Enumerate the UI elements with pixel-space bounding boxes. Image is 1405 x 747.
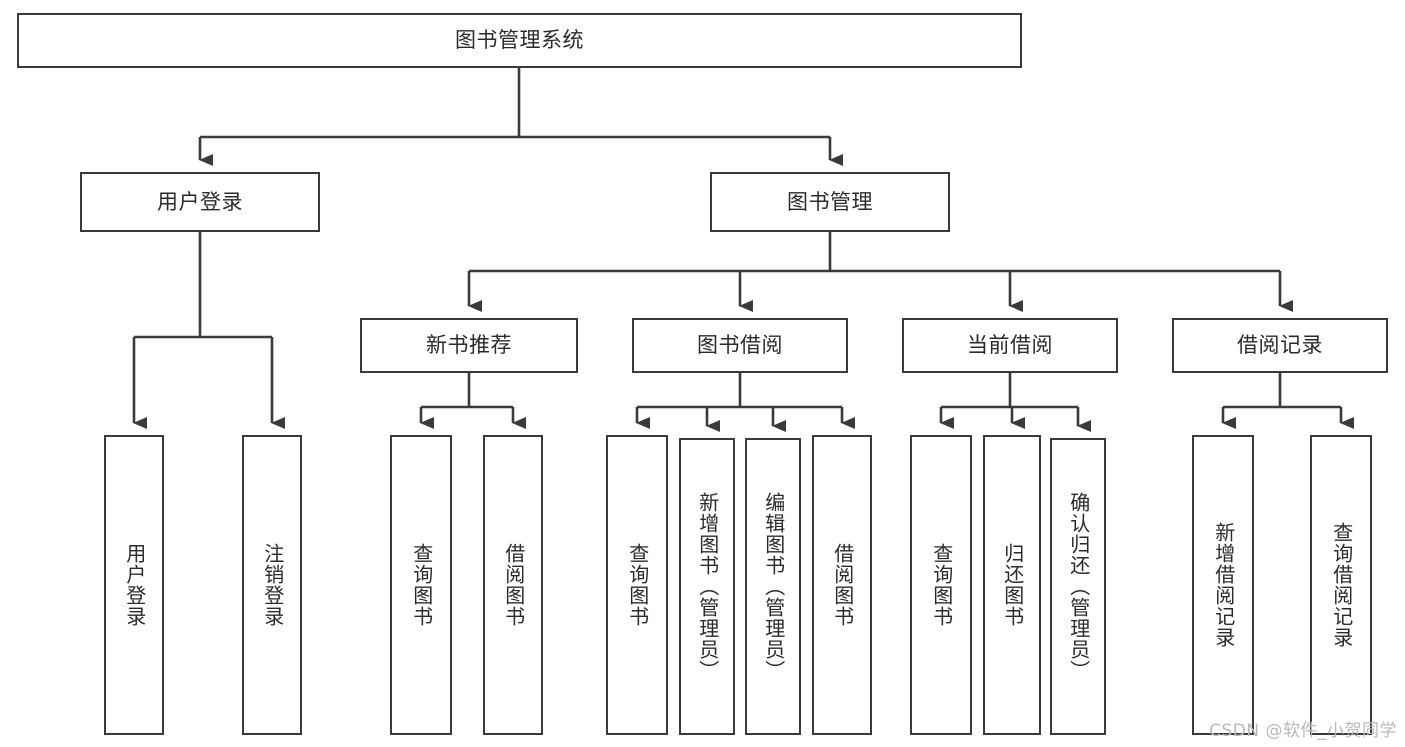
node-leaf-edit-book-label: 编辑图书（管理员） <box>761 492 786 681</box>
node-new-book-rec-label: 新书推荐 <box>426 333 512 358</box>
node-book-borrow-label: 图书借阅 <box>697 333 783 358</box>
node-current-borrow-label: 当前借阅 <box>967 333 1053 358</box>
node-user-login[interactable]: 用户登录 <box>80 172 320 232</box>
node-leaf-borrow-book-2-label: 借阅图书 <box>830 543 855 627</box>
watermark: CSDN @软件_小贺同学 <box>1209 721 1397 741</box>
node-leaf-add-book-label: 新增图书（管理员） <box>695 492 720 681</box>
node-user-login-label: 用户登录 <box>157 189 243 214</box>
node-book-borrow[interactable]: 图书借阅 <box>632 318 848 373</box>
node-leaf-user-logout-label: 注销登录 <box>260 543 285 627</box>
node-leaf-query-record[interactable]: 查询借阅记录 <box>1310 435 1372 735</box>
node-root[interactable]: 图书管理系统 <box>17 13 1022 68</box>
node-leaf-query-book-1[interactable]: 查询图书 <box>390 435 452 735</box>
node-root-label: 图书管理系统 <box>455 28 584 53</box>
node-borrow-record[interactable]: 借阅记录 <box>1172 318 1388 373</box>
node-leaf-borrow-book-1[interactable]: 借阅图书 <box>483 435 543 735</box>
node-leaf-query-book-2[interactable]: 查询图书 <box>606 435 668 735</box>
node-leaf-return-book[interactable]: 归还图书 <box>983 435 1041 735</box>
node-leaf-add-book[interactable]: 新增图书（管理员） <box>679 438 735 735</box>
node-leaf-confirm-return[interactable]: 确认归还（管理员） <box>1050 438 1106 735</box>
node-book-manage[interactable]: 图书管理 <box>710 172 950 232</box>
node-book-manage-label: 图书管理 <box>787 189 873 214</box>
node-leaf-confirm-return-label: 确认归还（管理员） <box>1066 492 1091 681</box>
node-new-book-rec[interactable]: 新书推荐 <box>360 318 578 373</box>
node-leaf-query-book-3-label: 查询图书 <box>929 543 954 627</box>
node-leaf-return-book-label: 归还图书 <box>1000 543 1025 627</box>
node-leaf-add-record[interactable]: 新增借阅记录 <box>1192 435 1254 735</box>
node-leaf-borrow-book-2[interactable]: 借阅图书 <box>812 435 872 735</box>
node-current-borrow[interactable]: 当前借阅 <box>902 318 1118 373</box>
node-leaf-edit-book[interactable]: 编辑图书（管理员） <box>745 438 801 735</box>
node-leaf-query-book-1-label: 查询图书 <box>409 543 434 627</box>
node-leaf-add-record-label: 新增借阅记录 <box>1211 522 1236 648</box>
node-leaf-borrow-book-1-label: 借阅图书 <box>501 543 526 627</box>
node-leaf-user-login[interactable]: 用户登录 <box>104 435 164 735</box>
node-leaf-query-book-3[interactable]: 查询图书 <box>910 435 972 735</box>
node-leaf-user-logout[interactable]: 注销登录 <box>242 435 302 735</box>
node-leaf-user-login-label: 用户登录 <box>122 543 147 627</box>
node-leaf-query-book-2-label: 查询图书 <box>625 543 650 627</box>
node-leaf-query-record-label: 查询借阅记录 <box>1329 522 1354 648</box>
node-borrow-record-label: 借阅记录 <box>1237 333 1323 358</box>
